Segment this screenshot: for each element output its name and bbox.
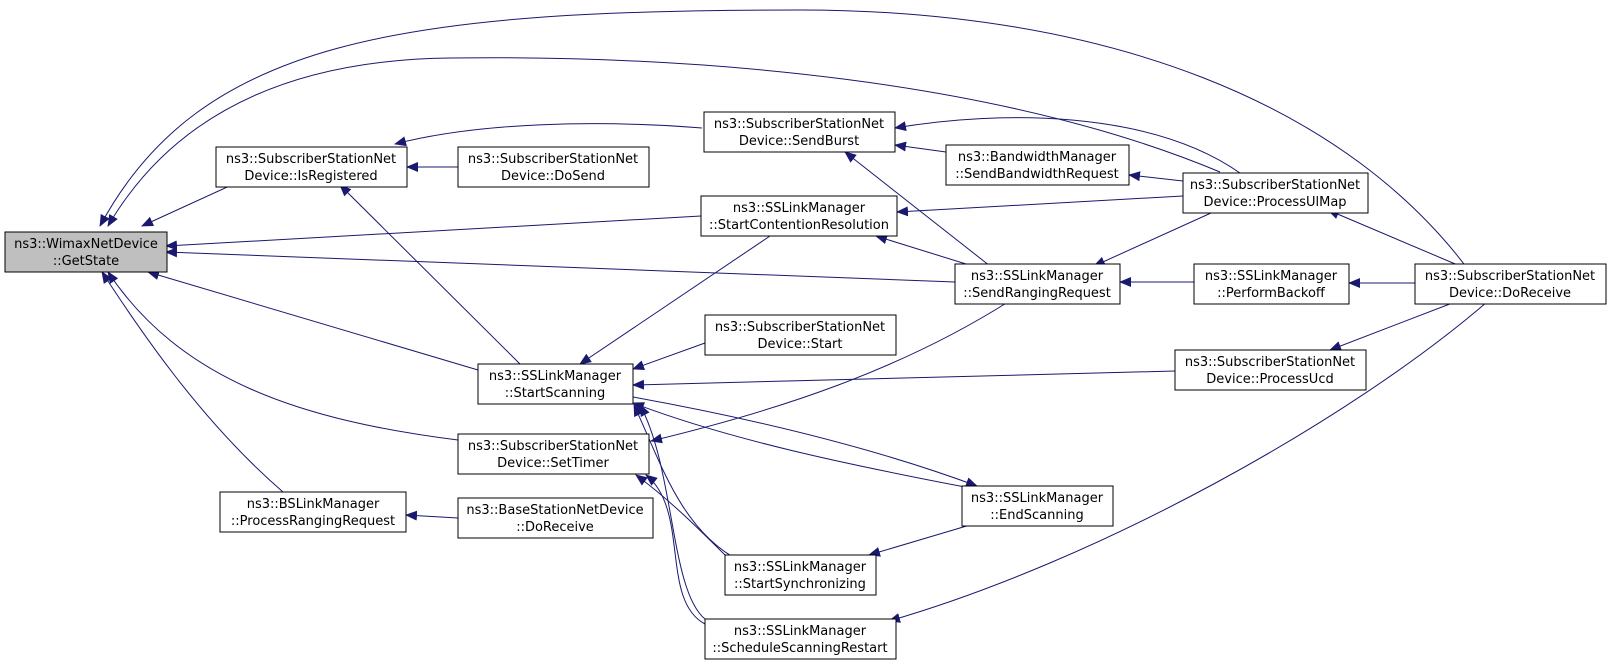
edge-startscanning-to-isregistered [339, 184, 521, 365]
edge-processulmap-to-sendburst [894, 117, 1241, 174]
node-wimax-getstate[interactable]: ns3::WimaxNetDevice ::GetState [4, 231, 168, 273]
node-ss-isregistered[interactable]: ns3::SubscriberStationNet Device::IsRegi… [215, 146, 408, 188]
svg-text:Device::IsRegistered: Device::IsRegistered [244, 169, 377, 184]
svg-text:Device::ProcessUlMap: Device::ProcessUlMap [1203, 195, 1346, 210]
node-sslm-sendranging[interactable]: ns3::SSLinkManager ::SendRangingRequest [954, 263, 1121, 305]
svg-text:ns3::SubscriberStationNet: ns3::SubscriberStationNet [468, 439, 638, 454]
svg-text:::StartScanning: ::StartScanning [505, 386, 605, 401]
edge-startscanning-to-endscanning [632, 396, 978, 487]
edge-sendranging-to-getstate [165, 247, 956, 283]
svg-text:::SendRangingRequest: ::SendRangingRequest [963, 286, 1111, 301]
edge-processulmap-to-getstate [107, 57, 1221, 227]
svg-text:ns3::SubscriberStationNet: ns3::SubscriberStationNet [226, 152, 396, 167]
svg-text:ns3::BSLinkManager: ns3::BSLinkManager [247, 497, 380, 512]
svg-text:Device::DoReceive: Device::DoReceive [1449, 286, 1571, 301]
svg-text:Device::ProcessUcd: Device::ProcessUcd [1206, 372, 1333, 387]
edge-sendburst-to-isregistered [394, 123, 703, 147]
node-ss-doreceive[interactable]: ns3::SubscriberStationNet Device::DoRece… [1414, 263, 1607, 305]
node-sslm-startscanning[interactable]: ns3::SSLinkManager ::StartScanning [477, 363, 634, 405]
svg-text:Device::SendBurst: Device::SendBurst [739, 134, 859, 149]
edge-processulmap-to-startcontention [896, 195, 1184, 217]
edge-sendranging-to-settimer [650, 301, 1009, 444]
edge-bsdoreceive-to-processranging [405, 510, 459, 521]
edge-startcontention-to-getstate [165, 215, 702, 251]
svg-text:ns3::SSLinkManager: ns3::SSLinkManager [734, 560, 867, 575]
svg-text:Device::DoSend: Device::DoSend [501, 169, 605, 184]
svg-text:::StartSynchronizing: ::StartSynchronizing [734, 577, 866, 592]
node-sslm-endscanning[interactable]: ns3::SSLinkManager ::EndScanning [961, 485, 1114, 527]
svg-text:ns3::SubscriberStationNet: ns3::SubscriberStationNet [715, 320, 885, 335]
node-bslm-processranging[interactable]: ns3::BSLinkManager ::ProcessRangingReque… [219, 491, 407, 533]
svg-text:ns3::SubscriberStationNet: ns3::SubscriberStationNet [1190, 178, 1360, 193]
node-ss-sendburst[interactable]: ns3::SubscriberStationNet Device::SendBu… [703, 111, 896, 153]
edge-sendbwreq-to-sendburst [894, 141, 947, 153]
svg-text:ns3::SubscriberStationNet: ns3::SubscriberStationNet [1185, 355, 1355, 370]
edge-startcontention-to-startscanning [579, 235, 771, 365]
svg-text:ns3::BandwidthManager: ns3::BandwidthManager [958, 150, 1117, 165]
svg-text:::EndScanning: ::EndScanning [990, 508, 1083, 523]
svg-text:Device::SetTimer: Device::SetTimer [497, 456, 609, 471]
svg-text:::PerformBackoff: ::PerformBackoff [1217, 286, 1326, 301]
edge-ssstart-to-startscanning [632, 342, 706, 370]
svg-text:ns3::SSLinkManager: ns3::SSLinkManager [971, 491, 1104, 506]
node-bwmanager-sendbwreq[interactable]: ns3::BandwidthManager ::SendBandwidthReq… [945, 144, 1130, 186]
svg-text:::StartContentionResolution: ::StartContentionResolution [709, 218, 889, 233]
svg-text:ns3::SubscriberStationNet: ns3::SubscriberStationNet [1425, 269, 1595, 284]
edge-startsync-to-startscanning [633, 404, 741, 562]
svg-text:ns3::SubscriberStationNet: ns3::SubscriberStationNet [714, 117, 884, 132]
svg-text:::SendBandwidthRequest: ::SendBandwidthRequest [955, 167, 1119, 182]
edge-processranging-to-getstate [101, 271, 284, 493]
svg-text:ns3::SSLinkManager: ns3::SSLinkManager [1205, 269, 1338, 284]
svg-text:ns3::SSLinkManager: ns3::SSLinkManager [734, 624, 867, 639]
edge-startscanning-to-getstate [147, 270, 479, 371]
node-ss-start[interactable]: ns3::SubscriberStationNet Device::Start [704, 314, 897, 356]
edge-sendranging-to-sendburst [844, 151, 991, 267]
node-sslm-schedulerestart[interactable]: ns3::SSLinkManager ::ScheduleScanningRes… [704, 618, 897, 660]
node-sslm-startsync[interactable]: ns3::SSLinkManager ::StartSynchronizing [724, 554, 877, 596]
edge-ssdoreceive-to-schedulerestart [888, 301, 1488, 623]
edge-ssdoreceive-to-processucd [1329, 301, 1456, 351]
svg-text:ns3::SSLinkManager: ns3::SSLinkManager [971, 269, 1104, 284]
edge-processucd-to-startscanning [632, 370, 1176, 390]
svg-text:::GetState: ::GetState [53, 254, 119, 269]
edge-processulmap-to-sendranging [1093, 207, 1223, 267]
svg-text:Device::Start: Device::Start [758, 337, 843, 352]
svg-text:ns3::SSLinkManager: ns3::SSLinkManager [733, 201, 866, 216]
edge-endscanning-to-startsync [868, 524, 971, 557]
svg-text:::DoReceive: ::DoReceive [516, 520, 594, 535]
edge-schedulerestart-to-settimer [645, 474, 706, 625]
svg-text:ns3::SSLinkManager: ns3::SSLinkManager [489, 369, 622, 384]
edge-sendranging-to-startcontention [875, 234, 967, 265]
node-sslm-performbackoff[interactable]: ns3::SSLinkManager ::PerformBackoff [1193, 263, 1350, 305]
node-ss-dosend[interactable]: ns3::SubscriberStationNet Device::DoSend [457, 146, 650, 188]
edge-endscanning-to-startscanning [632, 402, 966, 488]
node-ss-settimer[interactable]: ns3::SubscriberStationNet Device::SetTim… [457, 433, 650, 475]
edge-schedulerestart-to-startscanning [639, 404, 706, 620]
svg-text:ns3::BaseStationNetDevice: ns3::BaseStationNetDevice [466, 503, 643, 518]
svg-text:::ScheduleScanningRestart: ::ScheduleScanningRestart [712, 641, 887, 656]
edge-ssdoreceive-to-processulmap [1327, 209, 1461, 267]
svg-text:ns3::SubscriberStationNet: ns3::SubscriberStationNet [468, 152, 638, 167]
node-sslm-startcontention[interactable]: ns3::SSLinkManager ::StartContentionReso… [700, 195, 898, 237]
node-ss-processulmap[interactable]: ns3::SubscriberStationNet Device::Proces… [1182, 172, 1369, 214]
edge-ssdoreceive-to-getstate [99, 9, 1479, 284]
edge-settimer-to-getstate [107, 271, 459, 441]
node-bs-doreceive[interactable]: ns3::BaseStationNetDevice ::DoReceive [457, 497, 654, 539]
edge-processulmap-to-sendbwreq [1128, 171, 1184, 182]
svg-text:ns3::WimaxNetDevice: ns3::WimaxNetDevice [14, 237, 158, 252]
svg-text:::ProcessRangingRequest: ::ProcessRangingRequest [231, 514, 395, 529]
node-ss-processucd[interactable]: ns3::SubscriberStationNet Device::Proces… [1174, 349, 1367, 391]
